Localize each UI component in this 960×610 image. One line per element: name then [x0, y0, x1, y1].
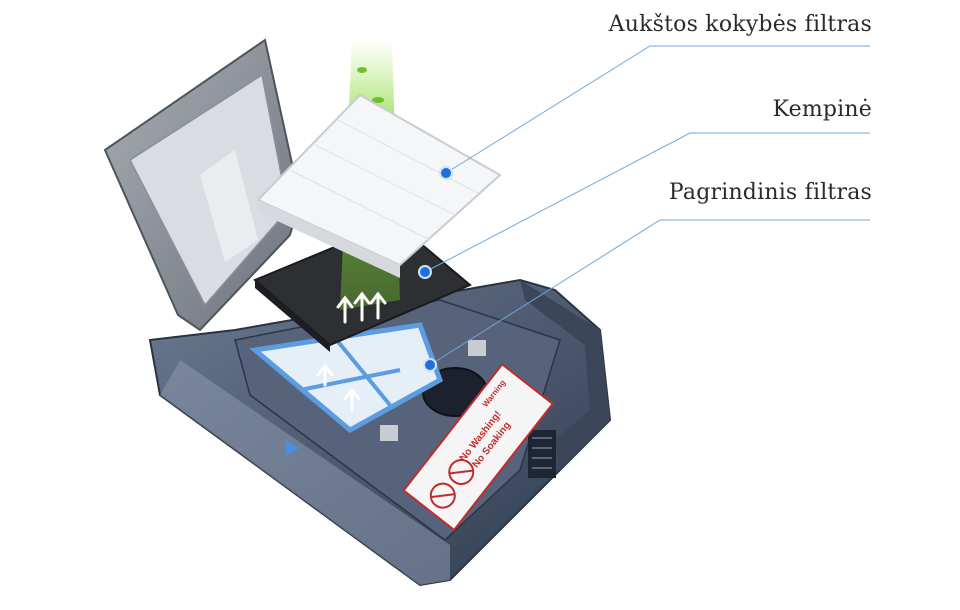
- marker-dot-hq: [439, 166, 453, 180]
- no-washing-icon: [429, 482, 456, 509]
- label-main-filter: Pagrindinis filtras: [668, 180, 872, 205]
- no-soaking-icon: [448, 458, 475, 485]
- side-grill: [528, 430, 556, 478]
- bin-lid: [103, 38, 302, 332]
- main-filter: [249, 322, 444, 434]
- leader-lines: [424, 45, 870, 366]
- label-hq-filter: Aukštos kokybės filtras: [608, 12, 872, 37]
- leader-line-sponge: [424, 132, 870, 273]
- airflow-arrows-icon: [316, 291, 387, 412]
- leader-line-main: [429, 219, 870, 366]
- marker-dots: [418, 166, 453, 372]
- marker-dot-sponge: [418, 265, 432, 279]
- marker-dot-main: [423, 358, 437, 372]
- label-sponge: Kempinė: [772, 97, 872, 122]
- leader-line-hq: [445, 45, 870, 174]
- direction-arrow-icon: [285, 440, 300, 456]
- warning-sticker: Warning No Washing! No Soaking: [402, 362, 555, 532]
- hq-filter: [256, 93, 502, 278]
- dust-bin-body: [148, 278, 612, 587]
